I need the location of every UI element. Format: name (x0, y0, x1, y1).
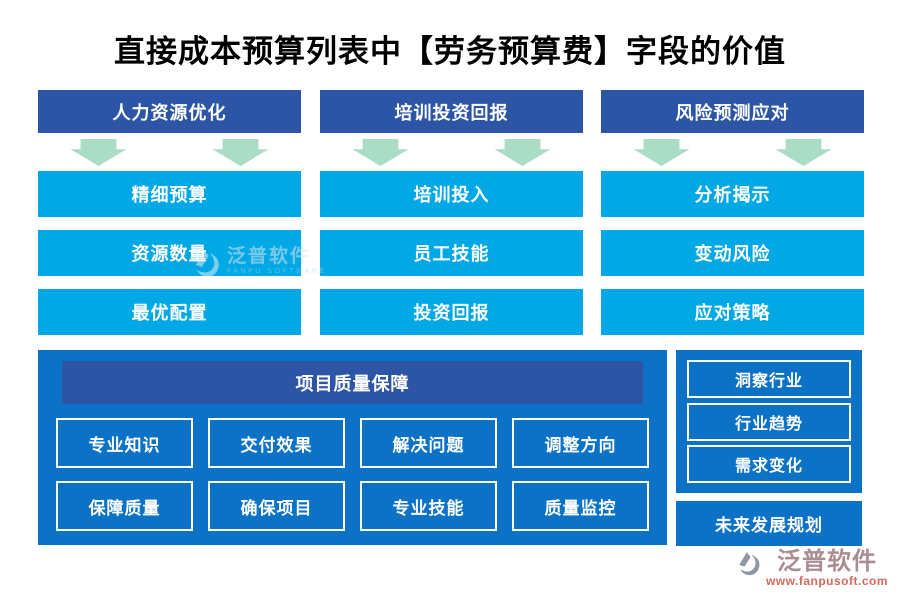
industry-item: 洞察行业 (687, 360, 851, 398)
quality-grid: 专业知识 交付效果 解决问题 调整方向 保障质量 确保项目 专业技能 质量监控 (56, 418, 649, 531)
down-arrow-icon (212, 139, 269, 166)
down-arrow-icon (775, 139, 832, 166)
brand-name: 泛普软件 (776, 548, 877, 575)
fanpu-logo-icon (739, 552, 760, 576)
brand-text: 泛普软件 www.fanpusoft.com (766, 549, 888, 588)
column-header: 人力资源优化 (38, 90, 301, 133)
item-box: 应对策略 (601, 289, 864, 335)
arrow-row (320, 133, 583, 171)
item-box: 资源数量 (38, 230, 301, 276)
item-box: 投资回报 (320, 289, 583, 335)
down-arrow-icon (352, 139, 409, 166)
column-header: 培训投资回报 (320, 90, 583, 133)
item-box: 变动风险 (601, 230, 864, 276)
arrow-row (38, 133, 301, 171)
quality-item: 确保项目 (208, 481, 345, 531)
item-box: 分析揭示 (601, 171, 864, 217)
column-hr-optimization: 人力资源优化 精细预算 资源数量 最优配置 (38, 90, 301, 348)
brand-logo: 泛普软件 www.fanpusoft.com (737, 549, 888, 588)
item-box: 精细预算 (38, 171, 301, 217)
quality-item: 质量监控 (512, 481, 649, 531)
quality-item: 专业技能 (360, 481, 497, 531)
quality-item: 解决问题 (360, 418, 497, 468)
column-risk-response: 风险预测应对 分析揭示 变动风险 应对策略 (601, 90, 864, 348)
down-arrow-icon (494, 139, 551, 166)
quality-item: 交付效果 (208, 418, 345, 468)
industry-insight-panel: 洞察行业 行业趋势 需求变化 (676, 350, 862, 493)
quality-assurance-panel: 项目质量保障 专业知识 交付效果 解决问题 调整方向 保障质量 确保项目 专业技… (38, 350, 667, 545)
column-header: 风险预测应对 (601, 90, 864, 133)
down-arrow-icon (633, 139, 690, 166)
item-box: 最优配置 (38, 289, 301, 335)
industry-item: 需求变化 (687, 445, 851, 483)
item-box: 员工技能 (320, 230, 583, 276)
brand-url: www.fanpusoft.com (765, 574, 888, 588)
future-plan-panel: 未来发展规划 (676, 501, 862, 546)
down-arrow-icon (70, 139, 127, 166)
quality-item: 专业知识 (56, 418, 193, 468)
quality-item: 调整方向 (512, 418, 649, 468)
quality-item: 保障质量 (56, 481, 193, 531)
quality-panel-header: 项目质量保障 (62, 361, 643, 404)
column-training-roi: 培训投资回报 培训投入 员工技能 投资回报 (320, 90, 583, 348)
page-title: 直接成本预算列表中【劳务预算费】字段的价值 (114, 34, 786, 69)
item-box: 培训投入 (320, 171, 583, 217)
industry-item: 行业趋势 (687, 402, 851, 441)
arrow-row (601, 133, 864, 171)
